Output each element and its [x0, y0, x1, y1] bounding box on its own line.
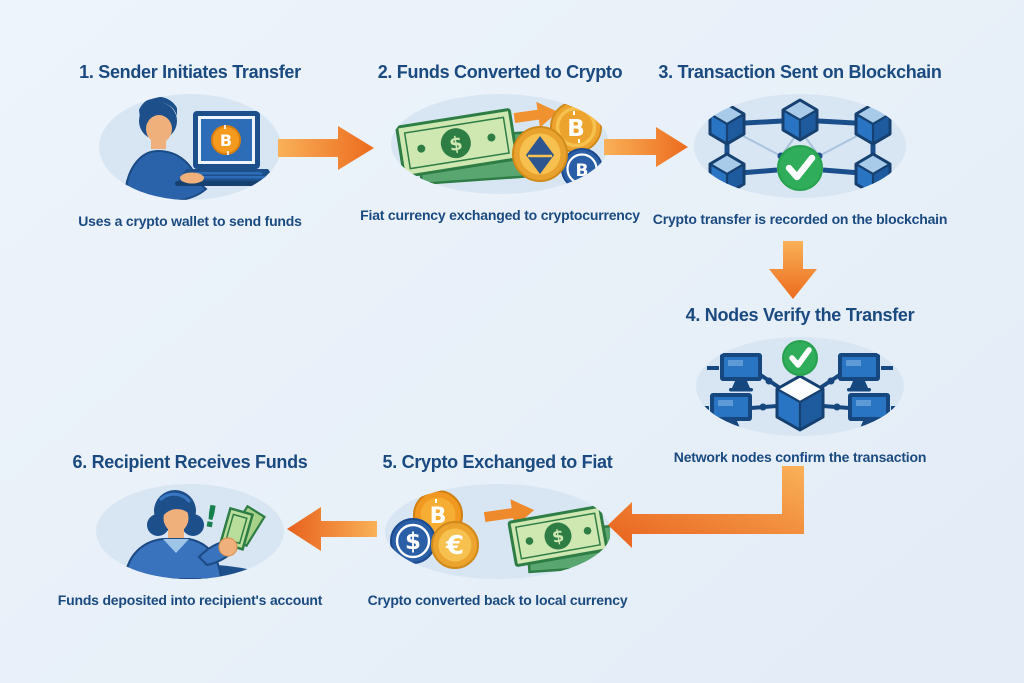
- step-4-nodes-verify: 4. Nodes Verify the Transfer: [650, 305, 950, 465]
- network-nodes-check-icon: [701, 339, 899, 431]
- step-1-sender-initiates: 1. Sender Initiates Transfer B: [35, 62, 345, 229]
- person-laptop-bitcoin-icon: B: [123, 96, 279, 200]
- gold-euro-coin: €: [430, 520, 479, 569]
- step-2-funds-converted: 2. Funds Converted to Crypto $: [350, 62, 650, 223]
- check-circle-icon: [777, 145, 823, 191]
- fiat-bills: $: [507, 504, 610, 573]
- flow-arrow-2-3-right: [604, 127, 688, 167]
- step-3-sent-on-blockchain: 3. Transaction Sent on Blockchain: [650, 62, 950, 227]
- step-3-title: 3. Transaction Sent on Blockchain: [658, 62, 942, 82]
- central-cube-icon: [775, 374, 825, 431]
- step-1-bubble: B: [99, 94, 281, 200]
- step-4-caption: Network nodes confirm the transaction: [673, 449, 927, 465]
- bitcoin-symbol: B: [576, 161, 589, 181]
- ethereum-coin: [512, 126, 568, 182]
- step-5-bubble: B $ €: [384, 484, 611, 579]
- bitcoin-coin-on-screen: B: [211, 125, 241, 155]
- step-5-crypto-to-fiat: 5. Crypto Exchanged to Fiat B $: [345, 452, 650, 608]
- euro-symbol: €: [444, 531, 463, 561]
- recipient-holding-money-icon: !: [112, 489, 268, 579]
- blue-bitcoin-coin: B: [561, 148, 603, 190]
- step-4-bubble: [696, 337, 904, 436]
- step-6-bubble: !: [96, 484, 284, 579]
- step-1-caption: Uses a crypto wallet to send funds: [78, 213, 302, 229]
- step-5-caption: Crypto converted back to local currency: [367, 592, 628, 608]
- cash-to-crypto-coins-icon: $ B B: [395, 101, 603, 190]
- dollar-symbol: $: [404, 529, 420, 555]
- step-6-caption: Funds deposited into recipient's account: [57, 592, 323, 608]
- dollar-symbol: $: [550, 526, 565, 548]
- flow-arrow-4-5-down-left: [608, 466, 804, 548]
- convert-arrow-icon: [513, 101, 558, 128]
- step-6-title: 6. Recipient Receives Funds: [72, 452, 308, 472]
- step-2-title: 2. Funds Converted to Crypto: [377, 62, 623, 82]
- flow-arrow-3-4-down: [769, 241, 817, 299]
- bitcoin-symbol: B: [429, 504, 446, 529]
- blockchain-cubes-check-icon: [708, 98, 892, 196]
- step-2-bubble: $ B B: [391, 94, 609, 194]
- check-circle-icon: [782, 339, 818, 376]
- step-1-title: 1. Sender Initiates Transfer: [79, 62, 301, 82]
- step-6-recipient-receives: 6. Recipient Receives Funds: [35, 452, 345, 608]
- step-3-bubble: [694, 94, 906, 198]
- flow-arrow-1-2-right: [278, 126, 374, 170]
- dollar-symbol: $: [448, 132, 465, 156]
- fiat-bills: $: [395, 108, 533, 186]
- step-4-title: 4. Nodes Verify the Transfer: [685, 305, 915, 325]
- flow-arrow-5-6-left: [287, 507, 377, 551]
- blue-dollar-coin: $: [389, 517, 436, 564]
- step-2-caption: Fiat currency exchanged to cryptocurrenc…: [360, 207, 640, 223]
- bitcoin-symbol: B: [220, 131, 232, 150]
- step-3-caption: Crypto transfer is recorded on the block…: [652, 211, 948, 227]
- bitcoin-symbol: B: [567, 116, 585, 142]
- step-5-title: 5. Crypto Exchanged to Fiat: [382, 452, 613, 472]
- coins-to-cash-icon: B $ €: [389, 489, 610, 573]
- exclamation-symbol: !: [201, 499, 221, 536]
